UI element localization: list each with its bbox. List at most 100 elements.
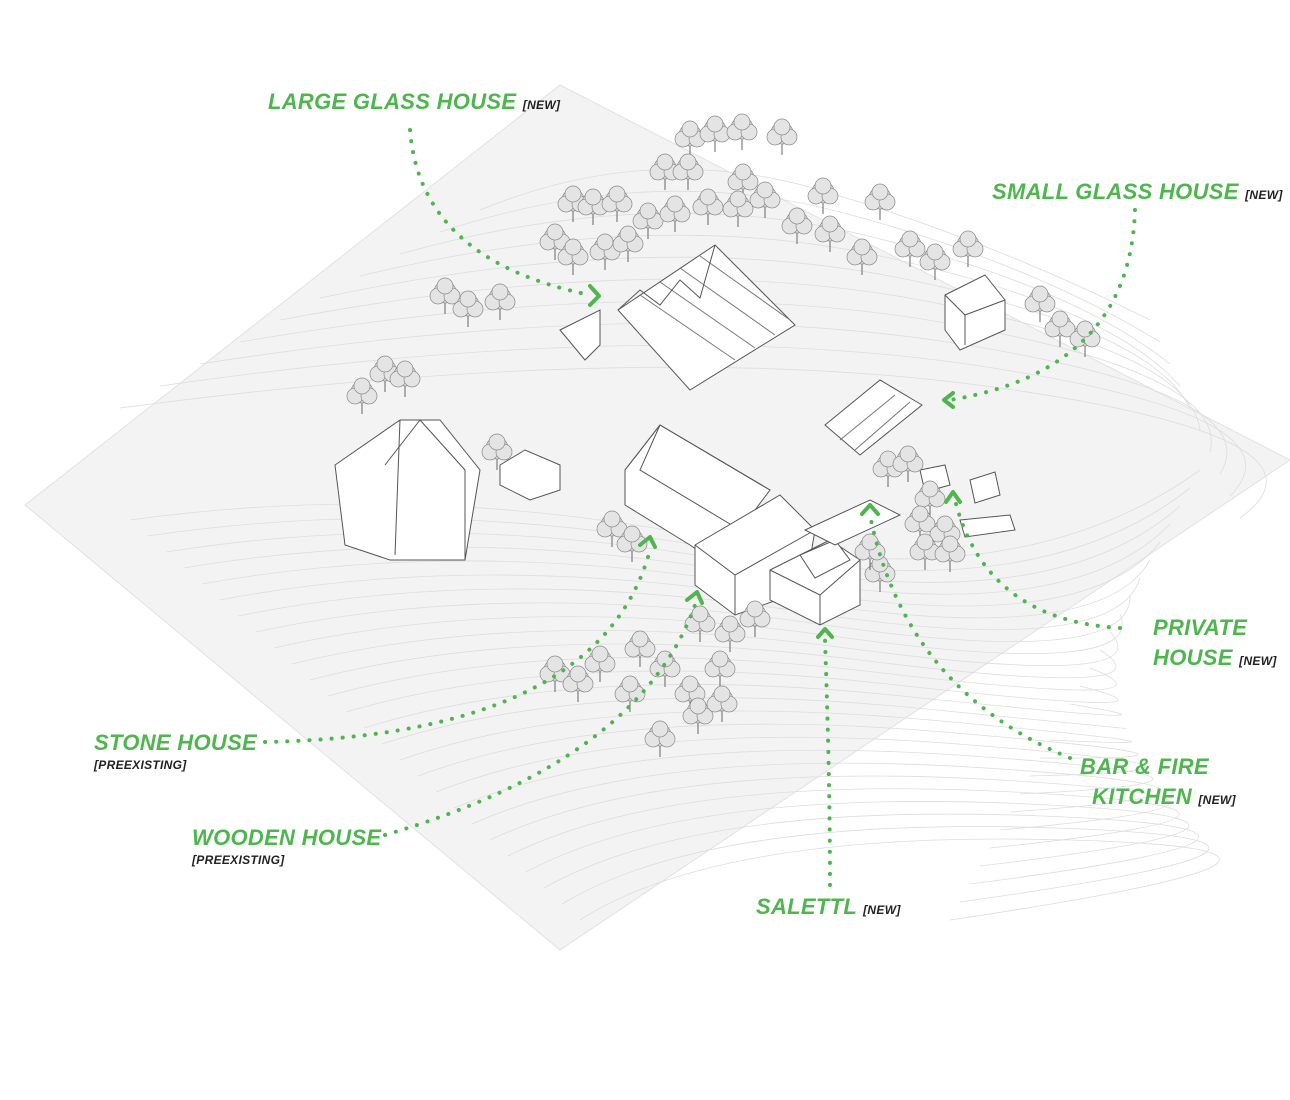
tree [389,360,421,397]
tree [919,243,951,280]
label-bar-line1: BAR & FIRE [1080,754,1209,779]
tree [369,355,401,392]
tree [624,630,656,667]
label-large-glass-house: LARGE GLASS HOUSE [NEW] [268,87,560,120]
label-stone-tag: [PREEXISTING] [94,758,187,772]
tree [766,118,798,155]
arrowheads [588,284,962,639]
tree [632,202,664,239]
tree [727,163,759,200]
label-bar-line2: KITCHEN [1092,784,1192,809]
contour-line [237,577,1141,631]
tree [914,480,946,517]
arrowhead-large-glass [588,284,601,307]
label-wooden-tag: [PREEXISTING] [192,853,285,867]
arrowhead-small-glass [942,391,955,409]
label-private-line1: PRIVATE [1153,615,1248,640]
contour-line [327,657,1117,697]
contour-line [543,813,1200,889]
contour-line [279,278,1201,431]
tree [346,377,378,414]
label-salettl-name: SALETTL [756,894,857,919]
tree [584,645,616,682]
tree [749,181,781,218]
label-wooden-house: WOODEN HOUSE [PREEXISTING] [192,823,381,867]
tree [814,215,846,252]
contour-line [319,256,1191,409]
tree [644,720,676,757]
leader-lines [263,128,1137,887]
tree [562,665,594,702]
arrowhead-salettl [816,627,834,639]
tree [854,533,886,570]
tree [894,230,926,267]
tree [557,238,589,275]
tree [672,153,704,190]
contour-line [417,723,1139,777]
label-large-glass-name: LARGE GLASS HOUSE [268,89,517,114]
label-small-glass-name: SMALL GLASS HOUSE [992,179,1239,204]
tree [452,290,484,327]
label-wooden-name: WOODEN HOUSE [192,825,382,850]
tree [864,183,896,220]
tree [904,505,936,542]
tree [714,615,746,652]
contour-line [363,684,1122,729]
tree [722,190,754,227]
contour-line [399,212,1171,365]
tree [481,433,513,470]
contour-lines [119,168,1267,921]
tree [596,510,628,547]
label-large-glass-tag: [NEW] [522,98,561,112]
tree [726,113,758,150]
label-stone-house: STONE HOUSE [PREEXISTING] [94,728,257,772]
label-private-tag: [NEW] [1239,654,1277,668]
buildings [334,244,1016,626]
contour-line [435,736,1146,793]
tree [429,277,461,314]
tree [614,675,646,712]
west-barn [334,419,481,561]
label-small-glass-tag: [NEW] [1245,188,1283,202]
tree [781,207,813,244]
tree [659,195,691,232]
label-salettl: SALETTL [NEW] [756,892,901,925]
arrowhead-wooden [685,590,704,605]
leader-private [953,498,1122,630]
tree [929,515,961,552]
private-house-block [944,274,1006,351]
tree [1069,320,1101,357]
small-shed [499,449,561,501]
label-private-house: PRIVATE HOUSE [NEW] [1153,613,1277,676]
contour-line [399,710,1133,761]
contour-line [159,344,1246,497]
arrowhead-private [944,490,962,504]
leader-salettl [823,638,832,887]
contour-line [525,801,1190,873]
tree [601,185,633,222]
arrowhead-stone [638,535,657,549]
leader-bar [868,513,1072,760]
tree [649,153,681,190]
leader-wooden [383,603,697,837]
small-glass-house [824,379,923,456]
tree [649,650,681,687]
tree [612,225,644,262]
label-private-line2: HOUSE [1153,645,1233,670]
tree [484,283,516,320]
tree [704,650,736,687]
tree [807,177,839,214]
tree [699,115,731,152]
tree [909,533,941,570]
tree [682,697,714,734]
leader-large-glass [408,128,592,297]
contour-line [489,775,1171,841]
tree [952,230,984,267]
tree [706,685,738,722]
tree [1024,285,1056,322]
contour-line [255,595,1131,642]
tree [684,605,716,642]
contour-line [471,762,1162,825]
tree [846,238,878,275]
